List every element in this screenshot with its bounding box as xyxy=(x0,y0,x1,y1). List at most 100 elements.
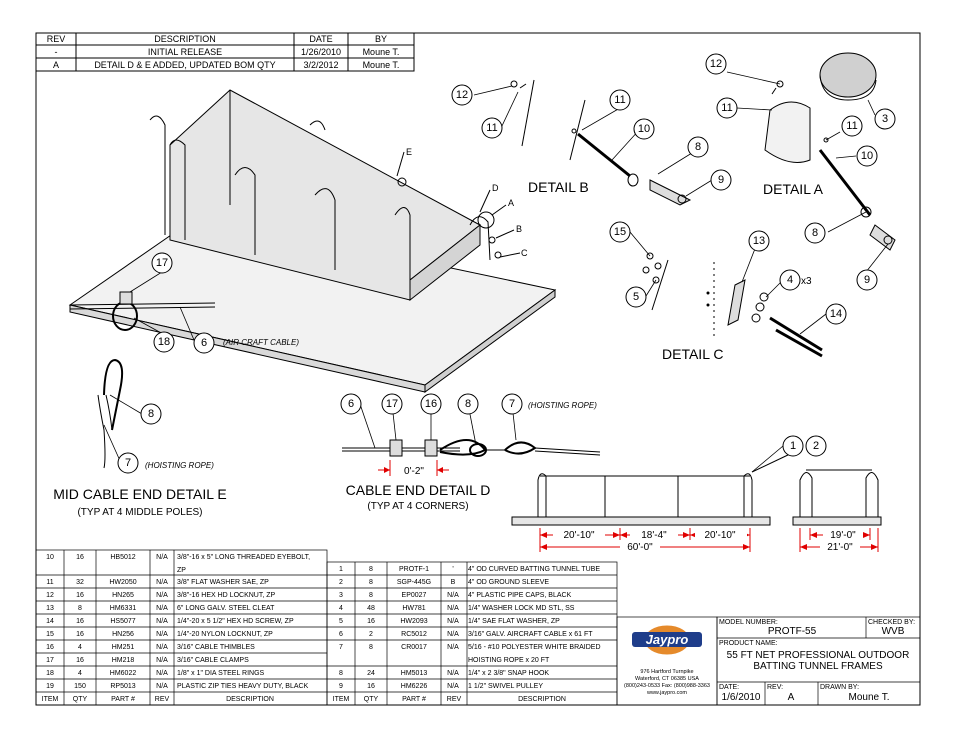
svg-text:8: 8 xyxy=(148,408,154,420)
bom-cell: SGP-445G xyxy=(397,579,431,586)
bom-cell: 6" LONG GALV. STEEL CLEAT xyxy=(177,605,275,612)
rev-cell: A xyxy=(53,60,59,70)
bom-cell: 8 xyxy=(369,592,373,599)
svg-text:10: 10 xyxy=(861,150,873,162)
bom-cell: N/A xyxy=(447,605,459,612)
title-block: MODEL NUMBER: PROTF-55 CHECKED BY: WVB P… xyxy=(716,616,921,706)
rev-cell: - xyxy=(55,47,58,57)
svg-text:17: 17 xyxy=(386,398,398,410)
svg-text:12: 12 xyxy=(456,89,468,101)
detail-a: DETAIL A xyxy=(763,52,896,251)
callout-balloon: 14 xyxy=(825,303,847,325)
bom-header-part: PART # xyxy=(111,696,135,703)
callout-balloon: 7 xyxy=(501,393,523,415)
callout-balloon: 5 xyxy=(625,286,647,308)
callout-balloon: 16 xyxy=(420,393,442,415)
callout-balloon: 1 xyxy=(782,435,804,457)
bom-cell: N/A xyxy=(156,618,168,625)
checked-by-value: WVB xyxy=(882,626,905,637)
callouts-detail-c: 15 13 5 4 14 xyxy=(609,221,847,325)
detail-b: DETAIL B xyxy=(510,79,692,206)
view-letter-c: C xyxy=(521,248,528,258)
view-letter-b: B xyxy=(516,224,522,234)
callout-balloon: 8 xyxy=(804,222,826,244)
callout-balloon: 8 xyxy=(457,393,479,415)
callout-balloon: 11 xyxy=(841,115,863,137)
callout-balloon: 17 xyxy=(381,393,403,415)
bom-cell: 5 xyxy=(339,618,343,625)
bom-cell: RC5012 xyxy=(401,631,427,638)
callout-balloon: 12 xyxy=(451,84,473,106)
callout-balloon: 9 xyxy=(710,169,732,191)
bom-cell: 11 xyxy=(46,579,53,586)
callout-balloon: 7 xyxy=(117,452,139,474)
bom-cell: N/A xyxy=(156,592,168,599)
detail-d: (HOISTING ROPE) 0'-2" CABLE END DETAIL D… xyxy=(342,401,601,512)
bom-cell: HM218 xyxy=(112,657,135,664)
bom-cell: 16 xyxy=(76,657,84,664)
bom-header-desc: DESCRIPTION xyxy=(518,696,566,703)
bom-cell: 8 xyxy=(369,644,373,651)
bom-cell: PLASTIC ZIP TIES HEAVY DUTY, BLACK xyxy=(177,683,309,690)
svg-text:1: 1 xyxy=(790,440,796,452)
bom-cell: 3/8"-16 x 5" LONG THREADED EYEBOLT, xyxy=(177,554,310,561)
bom-cell: 3/8" FLAT WASHER SAE, ZP xyxy=(177,579,269,586)
svg-text:11: 11 xyxy=(614,94,625,106)
detail-e-subtitle: (TYP AT 4 MIDDLE POLES) xyxy=(77,507,202,518)
bom-cell: 16 xyxy=(46,644,54,651)
bom-cell: 16 xyxy=(76,618,84,625)
bom-cell: 10 xyxy=(46,554,54,561)
rev-cell: INITIAL RELEASE xyxy=(148,47,222,57)
bom-cell: 24 xyxy=(367,670,375,677)
view-letter-a: A xyxy=(508,198,514,208)
logo-text: Jaypro xyxy=(646,632,689,647)
dimension-20-10-left: 20'-10" xyxy=(563,530,594,541)
logo-banner xyxy=(632,632,702,647)
bom-cell: 8 xyxy=(78,605,82,612)
revision-table: REV DESCRIPTION DATE BY - INITIAL RELEAS… xyxy=(35,32,415,72)
detail-d-title: CABLE END DETAIL D xyxy=(346,482,491,498)
callout-balloon: 17 xyxy=(151,252,173,274)
callout-balloon: 12 xyxy=(705,53,727,75)
svg-text:8: 8 xyxy=(695,141,701,153)
clamp-gap-dimension: 0'-2" xyxy=(404,466,424,477)
callout-balloon: 18 xyxy=(153,331,175,353)
model-number-value: PROTF-55 xyxy=(768,626,817,637)
side-view-length: 20'-10" 18'-4" 20'-10" 60'-0" xyxy=(511,453,791,553)
bom-cell: N/A xyxy=(156,670,168,677)
bom-cell: 3 xyxy=(339,592,343,599)
callouts-detail-d: 6 17 16 8 7 xyxy=(340,393,523,415)
callout-balloon: 4 xyxy=(779,269,801,291)
rev-header-desc: DESCRIPTION xyxy=(154,34,216,44)
callout-balloon: 11 xyxy=(609,89,631,111)
end-view-width: 19'-0" 21'-0" xyxy=(792,469,882,553)
bom-cell: HN265 xyxy=(112,592,134,599)
bom-cell: N/A xyxy=(156,579,168,586)
svg-text:9: 9 xyxy=(718,174,724,186)
bom-header-desc: DESCRIPTION xyxy=(226,696,274,703)
bom-cell: N/A xyxy=(447,670,459,677)
bom-cell: 16 xyxy=(367,683,375,690)
callout-balloon: 6 xyxy=(340,393,362,415)
bom-cell: 17 xyxy=(46,657,54,664)
callout-balloon: 6 xyxy=(193,332,215,354)
bom-cell: 3/16" GALV. AIRCRAFT CABLE x 61 FT xyxy=(468,631,593,638)
bom-cell: 3/16" CABLE THIMBLES xyxy=(177,644,255,651)
svg-text:10: 10 xyxy=(638,123,650,135)
rev-label: REV: xyxy=(767,684,783,691)
bom-cell: 12 xyxy=(46,592,54,599)
bom-header-qty: QTY xyxy=(73,696,88,703)
dimension-19-0: 19'-0" xyxy=(830,530,856,541)
svg-text:16: 16 xyxy=(425,398,437,410)
bom-cell: 3/16" CABLE CLAMPS xyxy=(177,657,249,664)
svg-text:5: 5 xyxy=(633,291,639,303)
bom-cell: 13 xyxy=(46,605,54,612)
rev-value: A xyxy=(788,692,795,703)
rev-header-rev: REV xyxy=(47,34,66,44)
callouts-views: 1 2 xyxy=(782,435,827,457)
bom-cell-continuation: ZP xyxy=(177,567,186,574)
bom-cell: HW781 xyxy=(402,605,425,612)
view-letter-e: E xyxy=(406,147,412,157)
svg-text:15: 15 xyxy=(614,226,626,238)
